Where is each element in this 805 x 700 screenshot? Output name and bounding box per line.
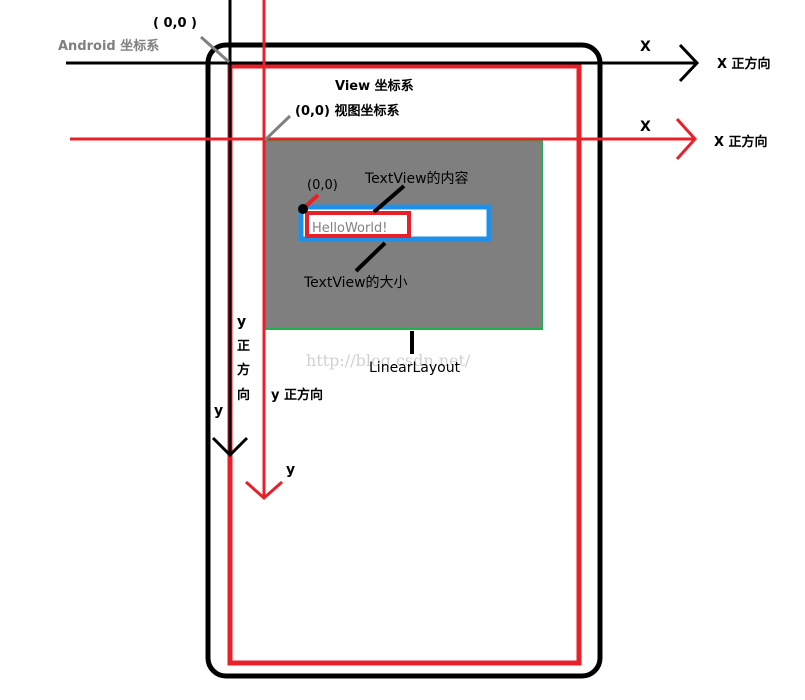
watermark-text: http://blog.csdn.net/: [306, 351, 471, 370]
textview-content-pointer: [372, 184, 406, 214]
android-y-label: y: [214, 403, 223, 419]
android-system-label: Android 坐标系: [58, 38, 159, 54]
view-y-arrowhead: [245, 480, 283, 501]
linearlayout-label: LinearLayout: [369, 360, 461, 376]
view-system-label: View 坐标系: [335, 78, 414, 94]
view-x-arrowhead: [675, 117, 698, 161]
phone-frame: [205, 42, 603, 679]
textview-content-label: TextView的内容: [364, 170, 469, 187]
textview-size-label: TextView的大小: [303, 275, 408, 291]
android-x-label: X: [640, 39, 651, 55]
textview-origin-pointer: [303, 193, 320, 209]
helloworld-text: HelloWorld!: [312, 221, 387, 236]
view-x-label: X: [640, 119, 651, 135]
y-vertical-label-2: 正: [237, 339, 250, 354]
view-origin-pointer: [263, 114, 292, 142]
android-origin-label: ( 0,0 ): [153, 16, 197, 31]
textview-origin-label: (0,0): [307, 178, 338, 193]
android-origin-pointer: [200, 35, 230, 64]
y-vertical-label-3: 方: [237, 362, 250, 378]
view-y-positive-label: y 正方向: [271, 387, 323, 403]
textview-origin-dot: [298, 204, 308, 214]
textview-size-pointer: [354, 241, 387, 273]
textview-content-box: [305, 211, 411, 238]
view-origin-label: (0,0) 视图坐标系: [295, 103, 399, 119]
view-x-positive-label: X 正方向: [714, 134, 768, 150]
y-vertical-label-4: 向: [237, 387, 250, 403]
android-x-positive-label: X 正方向: [717, 56, 771, 72]
android-x-arrowhead: [678, 43, 700, 83]
android-y-arrowhead: [211, 436, 249, 458]
y-vertical-label-1: y: [237, 314, 246, 330]
view-y-label: y: [286, 462, 295, 478]
